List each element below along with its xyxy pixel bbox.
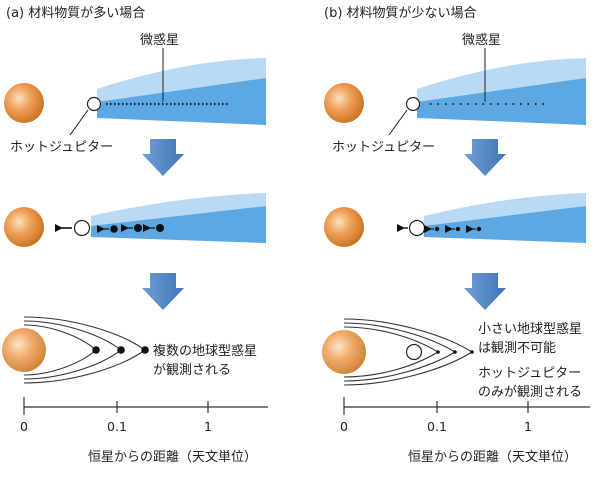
down-arrow-icon: [464, 273, 506, 310]
axis-tick-label: 0: [20, 419, 28, 434]
planet-icon: [434, 226, 440, 232]
result-text-line4: のみが観測される: [478, 385, 582, 400]
star-icon: [322, 330, 366, 374]
planet-icon: [476, 226, 482, 232]
axis-label: 恒星からの距離（天文単位）: [408, 449, 577, 465]
migrating-planets: [424, 225, 482, 233]
migrating-planets: [97, 224, 164, 233]
planetesimal-label: 微惑星: [140, 32, 179, 48]
star-icon: [324, 83, 364, 123]
result-text-line3: ホットジュピター: [478, 366, 581, 381]
planet-icon: [470, 350, 474, 354]
planet-icon: [436, 350, 440, 354]
hot-jupiter-label: ホットジュピター: [10, 140, 113, 155]
axis-tick-label: 1: [524, 419, 532, 434]
result-text-line2: は観測不可能: [478, 341, 556, 356]
planet-icon: [453, 350, 457, 354]
axis-label: 恒星からの距離（天文単位）: [88, 449, 257, 465]
planet-icon: [156, 224, 164, 232]
panel-b-row2: [324, 193, 586, 247]
hot-jupiter-icon: [405, 343, 423, 361]
star-icon: [2, 328, 46, 372]
hot-jupiter-icon: [408, 219, 426, 237]
axis-tick-label: 0.1: [107, 419, 127, 434]
hot-jupiter-leader-line: [388, 109, 408, 136]
result-text-line2: が観測される: [153, 363, 231, 378]
hot-jupiter-label: ホットジュピター: [332, 140, 435, 155]
planet-icon: [117, 346, 125, 354]
panel-b-axis: 0 0.1 1 恒星からの距離（天文単位）: [340, 397, 590, 465]
star-icon: [4, 207, 44, 247]
planet-icon: [455, 226, 461, 232]
hot-jupiter-leader-line: [69, 109, 89, 136]
panel-a: (a) 材料物質が多い場合 微惑星 ホットジュピター: [2, 5, 268, 465]
panel-a-row2: [4, 193, 266, 247]
hot-jupiter-icon: [405, 96, 421, 112]
planetesimal-disk-light: [97, 58, 266, 102]
hot-jupiter-icon: [73, 219, 91, 237]
axis-tick-label: 1: [204, 419, 212, 434]
panel-b-row1: 微惑星 ホットジュピター: [324, 32, 586, 155]
axis-tick-label: 0.1: [427, 419, 447, 434]
planetesimal-disk-light: [417, 58, 586, 102]
planetesimal-disk-light: [424, 193, 586, 226]
panel-a-header: (a) 材料物質が多い場合: [6, 5, 145, 21]
planetesimal-label: 微惑星: [462, 32, 501, 48]
planet-icon: [110, 225, 118, 233]
star-icon: [324, 207, 364, 247]
planetesimal-disk-light: [91, 193, 266, 226]
panel-a-row1: 微惑星 ホットジュピター: [4, 32, 266, 155]
panel-b-header: (b) 材料物質が少ない場合: [324, 6, 477, 21]
panel-a-axis: 0 0.1 1 恒星からの距離（天文単位）: [20, 397, 268, 465]
result-text-line1: 小さい地球型惑星: [478, 321, 582, 337]
axis-tick-label: 0: [340, 419, 348, 434]
panel-a-row3: 複数の地球型惑星 が観測される: [2, 316, 257, 384]
hot-jupiter-icon: [86, 96, 102, 112]
panel-b-row3: 小さい地球型惑星 は観測不可能 ホットジュピター のみが観測される: [322, 318, 582, 400]
result-text-line1: 複数の地球型惑星: [153, 343, 257, 359]
panel-b: (b) 材料物質が少ない場合 微惑星 ホットジュピター: [322, 6, 590, 465]
down-arrow-icon: [464, 139, 506, 176]
down-arrow-icon: [142, 139, 184, 176]
down-arrow-icon: [142, 273, 184, 310]
planet-icon: [134, 224, 142, 232]
planet-icon: [141, 346, 149, 354]
planet-icon: [92, 346, 100, 354]
star-icon: [4, 83, 44, 123]
